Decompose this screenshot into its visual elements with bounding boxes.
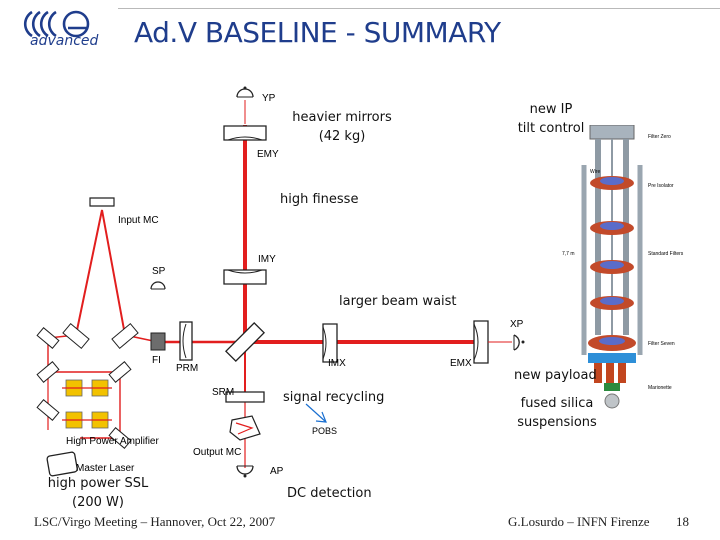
note-signal-recycling: signal recycling <box>283 390 385 405</box>
imx-mirror <box>322 323 338 363</box>
master-laser <box>46 451 78 477</box>
page-title: Ad.V BASELINE - SUMMARY <box>134 16 501 49</box>
note-larger-beam-waist: larger beam waist <box>339 294 457 309</box>
superattenuator-figure: Filter Zero Wire Pre Isolator Standard F… <box>562 125 684 409</box>
logo-text: advanced <box>30 33 99 49</box>
label-marionette: Marionette <box>648 385 672 391</box>
note-fused-silica: fused silica suspensions <box>517 396 597 430</box>
filter-zero-icon <box>589 125 635 140</box>
imy-mirror <box>223 269 267 285</box>
label-imx: IMX <box>328 358 346 369</box>
label-standard-filters: Standard Filters <box>648 251 684 257</box>
label-srm: SRM <box>212 387 234 398</box>
label-input-mc: Input MC <box>118 215 159 226</box>
label-fi: FI <box>152 355 161 366</box>
sp-photodiode <box>150 281 166 290</box>
label-sp: SP <box>152 266 166 277</box>
srm-mirror <box>225 391 265 403</box>
yp-photodiode <box>236 88 254 98</box>
faraday-isolator <box>150 332 166 351</box>
label-pre-isolator: Pre Isolator <box>648 183 674 189</box>
marionette-icon <box>604 383 620 391</box>
input-mc-mirror <box>89 197 115 207</box>
beam-input-mc <box>75 209 126 336</box>
note-new-payload: new payload <box>514 368 597 383</box>
note-heavier-mirrors: heavier mirrors (42 kg) <box>292 110 392 144</box>
prm-mirror <box>179 321 193 361</box>
beam-splitter <box>224 321 266 363</box>
xp-photodiode <box>513 334 520 351</box>
mirror-payload-icon <box>604 393 620 409</box>
label-wire: Wire <box>590 169 600 175</box>
label-yp: YP <box>262 93 276 104</box>
label-master-laser: Master Laser <box>76 463 135 474</box>
label-imy: IMY <box>258 254 276 265</box>
header-rule <box>118 8 720 9</box>
high-power-amplifier <box>62 379 112 429</box>
note-high-finesse: high finesse <box>280 192 359 207</box>
label-prm: PRM <box>176 363 198 374</box>
output-mc <box>229 415 261 441</box>
emy-mirror <box>223 125 267 141</box>
beam-amplifier-path <box>80 371 121 439</box>
note-dc-detection: DC detection <box>287 486 372 501</box>
footer-left: LSC/Virgo Meeting – Hannover, Oct 22, 20… <box>34 514 276 529</box>
pobs-arrow-icon <box>315 411 327 423</box>
page-number: 18 <box>676 514 689 529</box>
ap-photodiode <box>236 465 254 475</box>
note-high-power-ssl: high power SSL (200 W) <box>47 476 149 510</box>
label-hpa: High Power Amplifier <box>66 436 159 447</box>
label-xp: XP <box>510 319 524 330</box>
virgo-logo-icon <box>23 10 90 38</box>
standard-filter-icons <box>588 176 636 351</box>
label-emx: EMX <box>450 358 472 369</box>
note-new-ip: new IP tilt control <box>517 102 585 136</box>
label-ap: AP <box>270 466 284 477</box>
label-filter-seven: Filter Seven <box>648 341 675 347</box>
label-pobs: POBS <box>312 426 337 436</box>
emx-mirror <box>473 320 489 364</box>
label-height: 7,7 m <box>562 251 575 257</box>
label-emy: EMY <box>257 149 279 160</box>
label-output-mc: Output MC <box>193 447 241 458</box>
footer-right: G.Losurdo – INFN Firenze <box>508 514 650 529</box>
label-filter-zero: Filter Zero <box>648 134 671 140</box>
